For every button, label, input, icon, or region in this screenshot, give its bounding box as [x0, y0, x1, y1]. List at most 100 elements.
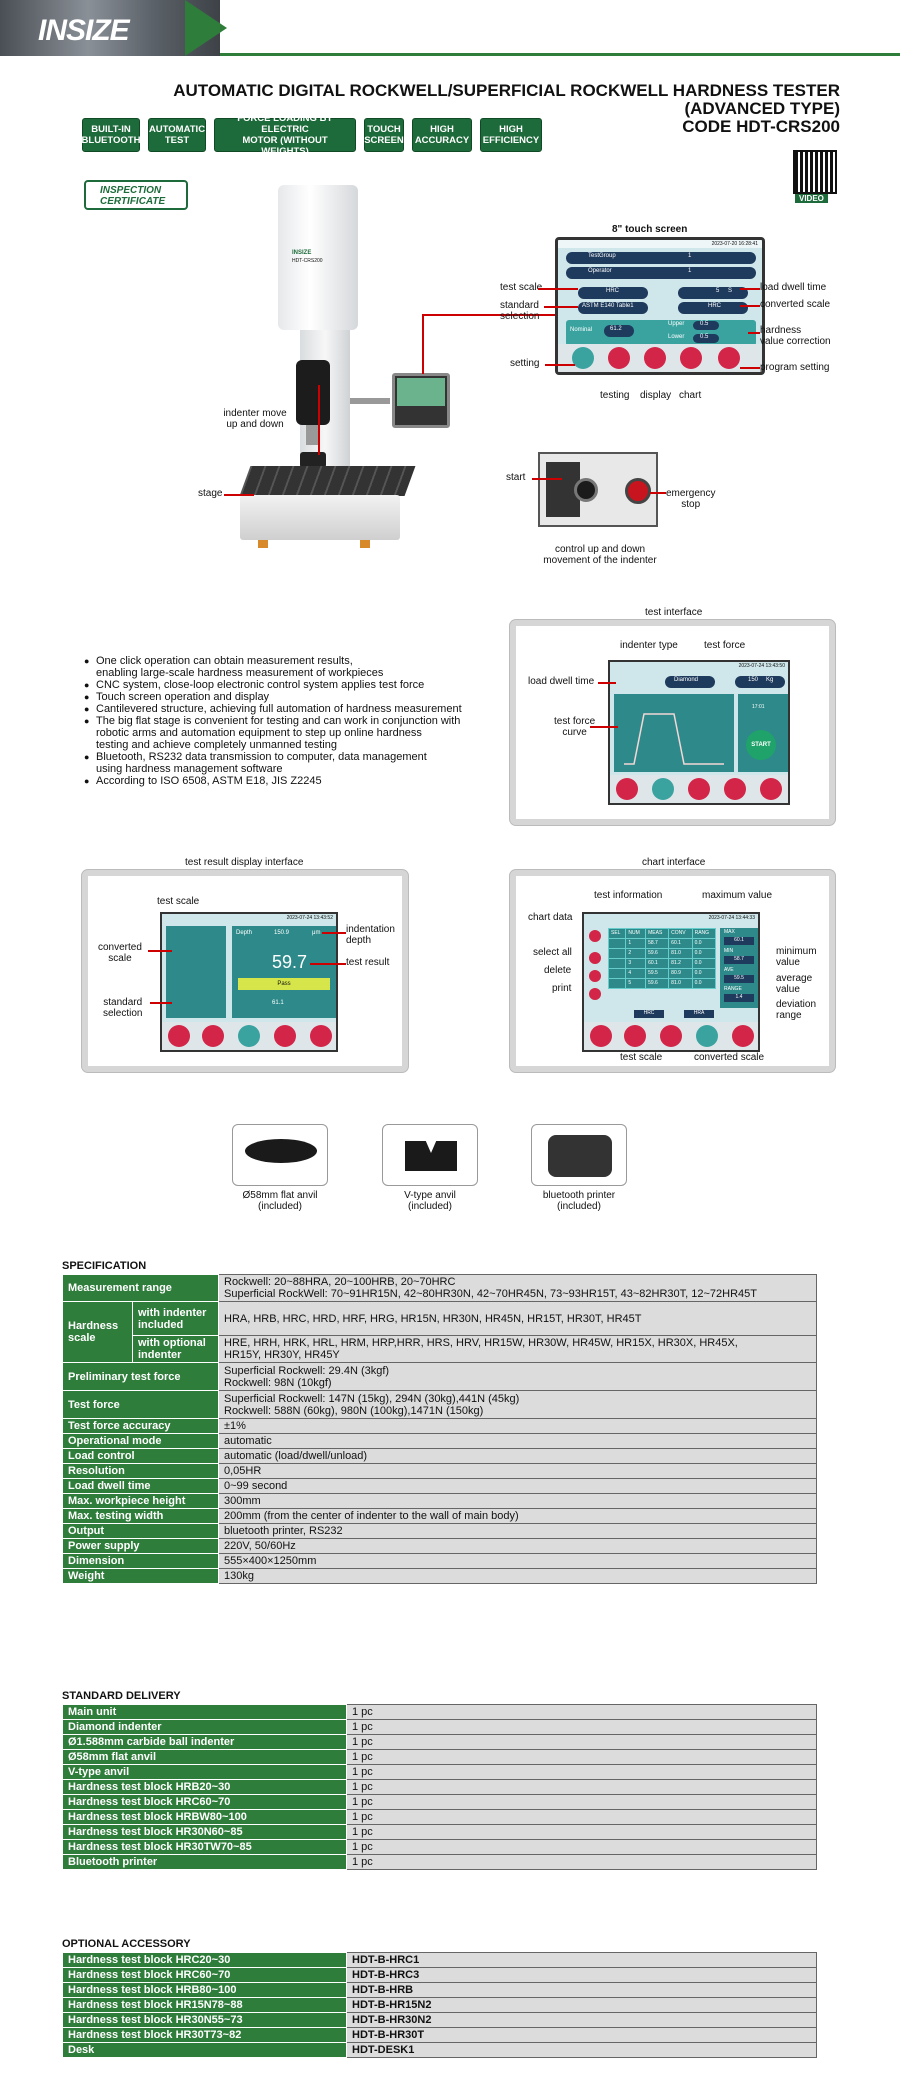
start-button[interactable]: START	[746, 730, 776, 760]
display-icon[interactable]	[688, 778, 710, 800]
program-setting-icon[interactable]	[732, 1025, 754, 1047]
header-banner: INSIZE	[0, 0, 900, 56]
delete-icon[interactable]	[589, 970, 601, 982]
setting-icon[interactable]	[616, 778, 638, 800]
spec-label: Dimension	[62, 1553, 219, 1569]
converted-scale-label: converted scale	[760, 299, 831, 310]
chart-icon[interactable]	[696, 1025, 718, 1047]
spec-value: HRA, HRB, HRC, HRD, HRF, HRG, HR15N, HR3…	[218, 1301, 817, 1336]
spec-value: Superficial Rockwell: 147N (15kg), 294N …	[218, 1390, 817, 1419]
setting-icon[interactable]	[572, 347, 594, 369]
feature-item: Bluetooth, RS232 data transmission to co…	[84, 751, 504, 775]
ts-nominal-field[interactable]	[604, 325, 634, 337]
display-icon[interactable]	[644, 347, 666, 369]
ti-indenter-value: Diamond	[674, 677, 699, 683]
ci-cell	[607, 958, 627, 969]
program-setting-icon[interactable]	[310, 1025, 332, 1047]
spec-label: Test force accuracy	[62, 1418, 219, 1434]
spec-label: Test force	[62, 1390, 219, 1419]
indenter-move-label: indenter move up and down	[223, 408, 287, 430]
ts-standard-field[interactable]	[578, 302, 648, 314]
setting-icon[interactable]	[590, 1025, 612, 1047]
delivery-qty: 1 pc	[346, 1749, 817, 1765]
chart-data-icon[interactable]	[589, 930, 601, 942]
ci-cell: 5	[625, 978, 647, 989]
badge-bluetooth: BUILT-IN BLUETOOTH	[82, 118, 140, 152]
start-knob[interactable]	[574, 478, 598, 502]
chart-icon[interactable]	[274, 1025, 296, 1047]
setting-icon[interactable]	[168, 1025, 190, 1047]
ci-cell: 0.0	[691, 968, 717, 979]
spec-label: Output	[62, 1523, 219, 1539]
ci-cell: 60.1	[645, 958, 670, 969]
emergency-stop-button[interactable]	[625, 478, 651, 504]
delivery-item: Ø58mm flat anvil	[62, 1749, 347, 1765]
testing-icon[interactable]	[608, 347, 630, 369]
callout-line	[740, 367, 760, 369]
display-icon[interactable]	[238, 1025, 260, 1047]
ci-cell: 1	[625, 938, 647, 949]
indenter-tip	[306, 425, 320, 445]
delivery-qty: 1 pc	[346, 1764, 817, 1780]
chart-icon[interactable]	[724, 778, 746, 800]
delivery-qty: 1 pc	[346, 1809, 817, 1825]
qr-code[interactable]	[793, 150, 837, 194]
callout-line	[590, 726, 618, 728]
ci-max-value: 60.1	[724, 937, 754, 945]
ts-converted-field[interactable]	[678, 302, 748, 314]
spec-label: Resolution	[62, 1463, 219, 1479]
ti-indenter-field[interactable]	[665, 676, 715, 688]
program-setting-icon[interactable]	[760, 778, 782, 800]
printer-shape	[548, 1135, 612, 1177]
spec-value: bluetooth printer, RS232	[218, 1523, 817, 1539]
print-icon[interactable]	[589, 988, 601, 1000]
ti-force-field[interactable]	[735, 676, 785, 688]
ts-nominal-value: 61.2	[610, 326, 622, 332]
ts-status-bar	[558, 240, 762, 248]
chart-icon[interactable]	[680, 347, 702, 369]
ts-upper-field[interactable]	[693, 321, 719, 330]
ri-depth-unit: μm	[312, 930, 321, 936]
program-setting-label: program setting	[760, 362, 830, 373]
program-setting-icon[interactable]	[718, 347, 740, 369]
delivery-qty: 1 pc	[346, 1704, 817, 1720]
ts-lower-field[interactable]	[693, 334, 719, 343]
ts-dwell-field[interactable]	[678, 287, 748, 299]
ri-depth-value: 150.9	[274, 930, 290, 936]
ci-cell: 81.2	[668, 958, 693, 969]
table-row: with optional indenter HRE, HRH, HRK, HR…	[63, 1335, 817, 1363]
title-line1: AUTOMATIC DIGITAL ROCKWELL/SUPERFICIAL R…	[173, 81, 840, 100]
ts-operator-value: 1	[688, 268, 692, 274]
indenter-head	[296, 360, 330, 425]
feature-item: CNC system, close-loop electronic contro…	[84, 679, 504, 691]
select-all-icon[interactable]	[589, 952, 601, 964]
testing-icon[interactable]	[624, 1025, 646, 1047]
display-icon[interactable]	[660, 1025, 682, 1047]
ci-max-label: MAX	[724, 929, 735, 935]
feature-item: According to ISO 6508, ASTM E18, JIS Z22…	[84, 775, 504, 787]
table-row: Hardness scale with indenter included HR…	[62, 1301, 817, 1363]
ts-upper-label: Upper	[668, 321, 685, 327]
flat-anvil-shape	[245, 1139, 317, 1163]
spec-table: Measurement range Rockwell: 20~88HRA, 20…	[62, 1274, 817, 1584]
testing-icon[interactable]	[652, 778, 674, 800]
testing-icon[interactable]	[202, 1025, 224, 1047]
ri-button-bar	[162, 1022, 336, 1050]
ts-scale-field[interactable]	[578, 287, 648, 299]
callout-line	[748, 332, 760, 334]
ti-force-curve	[614, 694, 734, 772]
delivery-heading: STANDARD DELIVERY	[62, 1690, 181, 1702]
v-anvil-caption: V-type anvil (included)	[404, 1190, 456, 1212]
ts-operator-label: Operator	[588, 268, 612, 274]
product-title: AUTOMATIC DIGITAL ROCKWELL/SUPERFICIAL R…	[80, 82, 840, 136]
